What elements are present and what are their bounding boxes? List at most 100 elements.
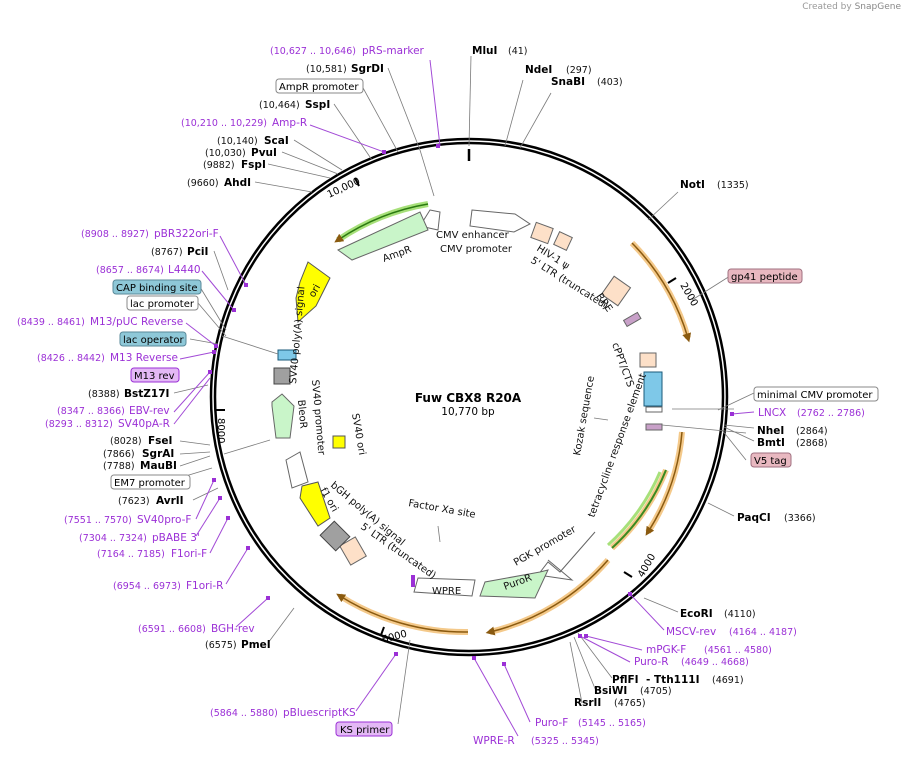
enzyme-fspi-pos: (9882)	[203, 160, 235, 171]
primer-bgh-rev: BGH-rev	[211, 623, 255, 635]
enzyme-paqci-pos: (3366)	[784, 513, 816, 524]
enzyme-ecori: EcoRI	[680, 608, 713, 620]
label-cppt: cPPT/CTS	[609, 341, 635, 388]
primer-bgh-rev-pos: (6591 .. 6608)	[138, 624, 206, 635]
enzyme-mlui-pos: (41)	[508, 46, 528, 57]
enzyme-sspi: SspI	[305, 99, 330, 111]
primer-wpre-r: WPRE-R	[473, 735, 515, 747]
plasmid-size: 10,770 bp	[441, 406, 495, 418]
box-ks-primer	[335, 721, 393, 737]
tick-8000: 8000	[215, 418, 226, 443]
box-cap-binding-text: CAP binding site	[116, 283, 198, 294]
enzyme-noti-pos: (1335)	[717, 180, 749, 191]
primer-mscv-rev: MSCV-rev	[666, 626, 716, 638]
enzyme-paqci: PaqCI	[737, 512, 771, 524]
plasmid-name: Fuw CBX8 R20A	[415, 391, 522, 405]
enzyme-sgrai: SgrAI	[142, 448, 174, 460]
enzyme-labels: MluI (41) NdeI (297) SnaBI (403) NotI (1…	[88, 45, 828, 709]
box-m13-rev-text: M13 rev	[134, 371, 175, 382]
label-cmv-promoter: CMV promoter	[440, 244, 513, 255]
box-lac-operator	[119, 331, 187, 347]
primer-pbluescript: pBluescriptKS	[283, 707, 356, 719]
box-ks-primer-text: KS primer	[340, 725, 390, 736]
primer-marks	[208, 144, 734, 666]
primer-f1ori-f-pos: (7164 .. 7185)	[97, 549, 165, 560]
primer-f1ori-r: F1ori-R	[186, 580, 223, 592]
primer-amp-r: Amp-R	[272, 117, 307, 129]
box-v5-tag	[750, 452, 792, 468]
primer-pbabe-pos: (7304 .. 7324)	[79, 533, 147, 544]
label-sv40-ori: SV40 ori	[349, 413, 367, 456]
primer-pbluescript-pos: (5864 .. 5880)	[210, 708, 278, 719]
primer-l4440: L4440	[168, 264, 201, 276]
enzyme-pvui-pos: (10,030)	[205, 148, 246, 159]
primer-puro-f: Puro-F	[535, 717, 568, 729]
enzyme-pcii-pos: (8767)	[151, 247, 183, 258]
label-wpre: WPRE	[432, 586, 461, 597]
enzyme-noti: NotI	[680, 179, 705, 191]
enzyme-rsrii-pos: (4765)	[614, 698, 646, 709]
primer-pbr322: pBR322ori-F	[154, 228, 219, 240]
primer-sv40pro-pos: (7551 .. 7570)	[64, 515, 132, 526]
credit-brand: SnapGene	[854, 2, 901, 12]
primer-wpre-r-pos: (5325 .. 5345)	[531, 736, 599, 747]
label-factor-xa: Factor Xa site	[407, 498, 476, 521]
box-cap-binding	[112, 279, 202, 295]
enzyme-scai: ScaI	[264, 135, 289, 147]
enzyme-pmei-pos: (6575)	[205, 640, 237, 651]
enzyme-fspi: FspI	[241, 159, 266, 171]
primer-pbabe: pBABE 3'	[152, 532, 200, 544]
box-m13-rev	[130, 367, 180, 383]
primer-m13rev-pos: (8426 .. 8442)	[37, 353, 105, 364]
primer-puro-r-pos: (4649 .. 4668)	[681, 657, 749, 668]
enzyme-snabi: SnaBI	[551, 76, 585, 88]
primer-ebv-rev: EBV-rev	[129, 405, 170, 417]
box-em7-promoter-text: EM7 promoter	[114, 478, 186, 489]
primer-prs-marker: pRS-marker	[362, 45, 425, 57]
label-5ltr-bottom: 5' LTR (truncated)	[358, 521, 438, 581]
boxed-feature-labels: AmpR promoter CAP binding site lac promo…	[110, 78, 879, 737]
enzyme-fsei: FseI	[148, 435, 172, 447]
enzyme-maubi-pos: (7788)	[103, 461, 135, 472]
snapgene-credit: Created by SnapGene	[802, 2, 901, 12]
primer-ebv-rev-pos: (8347 .. 8366)	[57, 406, 125, 417]
enzyme-sgrai-pos: (7866)	[103, 449, 135, 460]
label-tre: tetracycline response element	[586, 372, 648, 519]
enzyme-ecori-pos: (4110)	[724, 609, 756, 620]
enzyme-maubi: MauBI	[140, 460, 177, 472]
primer-amp-r-pos: (10,210 .. 10,229)	[181, 118, 267, 129]
enzyme-fsei-pos: (8028)	[110, 436, 142, 447]
enzyme-sgrdi-pos: (10,581)	[306, 64, 347, 75]
enzyme-pcii: PciI	[187, 246, 208, 258]
primer-lncx: LNCX	[758, 407, 786, 419]
enzyme-avrii: AvrII	[156, 495, 184, 507]
enzyme-bmti-pos: (2868)	[796, 438, 828, 449]
enzyme-sspi-pos: (10,464)	[259, 100, 300, 111]
label-kozak: Kozak sequence	[572, 375, 597, 456]
label-sv40-promoter: SV40 promoter	[309, 379, 327, 456]
primer-pbr322-pos: (8908 .. 8927)	[81, 229, 149, 240]
primer-lncx-pos: (2762 .. 2786)	[797, 408, 865, 419]
primer-mscv-rev-pos: (4164 .. 4187)	[729, 627, 797, 638]
enzyme-nhei-pos: (2864)	[796, 426, 828, 437]
label-bleor: BleoR	[295, 399, 308, 429]
enzyme-snabi-pos: (403)	[597, 77, 623, 88]
enzyme-pflfi: PflFI	[612, 674, 639, 686]
enzyme-tth111i-pos: (4691)	[712, 675, 744, 686]
label-cmv-enhancer: CMV enhancer	[436, 230, 510, 241]
enzyme-bstz17i-pos: (8388)	[88, 389, 120, 400]
enzyme-bsiwi: BsiWI	[594, 685, 627, 697]
enzyme-ndei-pos: (297)	[566, 65, 592, 76]
primer-mpgk-f: mPGK-F	[646, 644, 686, 656]
enzyme-nhei: NheI	[757, 425, 784, 437]
primer-puro-f-pos: (5145 .. 5165)	[578, 718, 646, 729]
primer-m13puc-pos: (8439 .. 8461)	[17, 317, 85, 328]
enzyme-pvui: PvuI	[251, 147, 277, 159]
box-gp41-peptide	[727, 268, 803, 284]
box-lac-operator-text: lac operator	[123, 335, 184, 346]
enzyme-tth111i: - Tth111I	[646, 674, 700, 686]
primer-sv40pa: SV40pA-R	[118, 418, 170, 430]
enzyme-bmti: BmtI	[757, 437, 785, 449]
box-v5-tag-text: V5 tag	[754, 456, 787, 467]
